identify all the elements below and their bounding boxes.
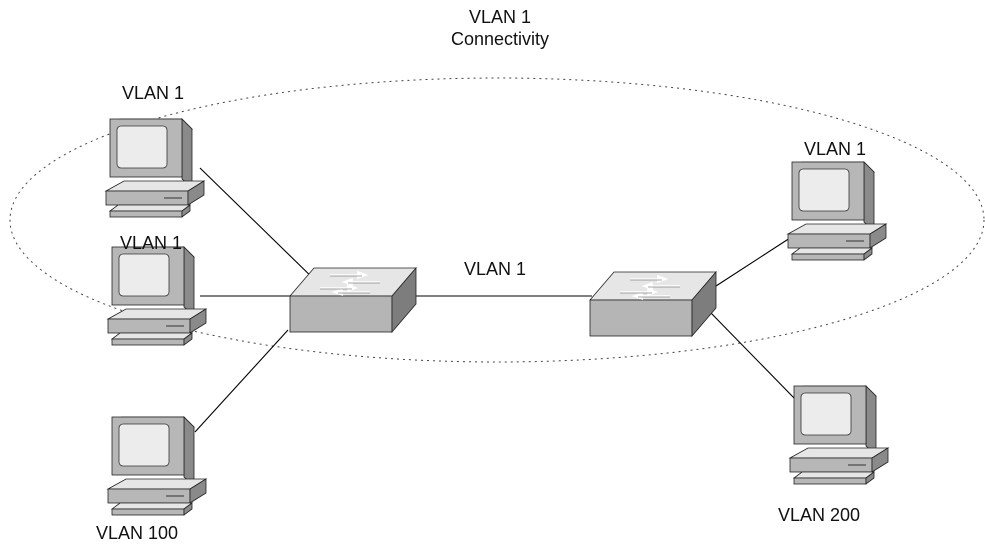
workstation-icon	[107, 416, 207, 516]
connectivity-title: VLAN 1 Connectivity	[420, 6, 580, 50]
workstation-icon	[789, 385, 889, 485]
host-label-bottom-right: VLAN 200	[778, 505, 861, 525]
host-label-top-left: VLAN 1	[122, 83, 185, 103]
link-top-left	[199, 167, 321, 286]
switch-icon	[589, 271, 717, 337]
host-label-mid-left: VLAN 1	[120, 233, 183, 253]
workstation-icon	[787, 161, 887, 261]
link-top-right	[715, 237, 791, 287]
link-bottom-right	[709, 311, 797, 401]
title-line-2: Connectivity	[450, 29, 550, 49]
trunk-link-label: VLAN 1	[464, 259, 527, 279]
switch-icon	[289, 267, 417, 333]
workstation-icon	[107, 246, 207, 346]
host-label-bottom-left: VLAN 100	[96, 523, 179, 543]
title-line-1: VLAN 1	[468, 7, 532, 27]
links	[194, 167, 797, 433]
vlan1-connectivity-boundary	[9, 77, 985, 363]
workstation-icon	[105, 118, 205, 218]
host-label-top-right: VLAN 1	[804, 139, 867, 159]
link-bottom-left	[194, 329, 289, 433]
